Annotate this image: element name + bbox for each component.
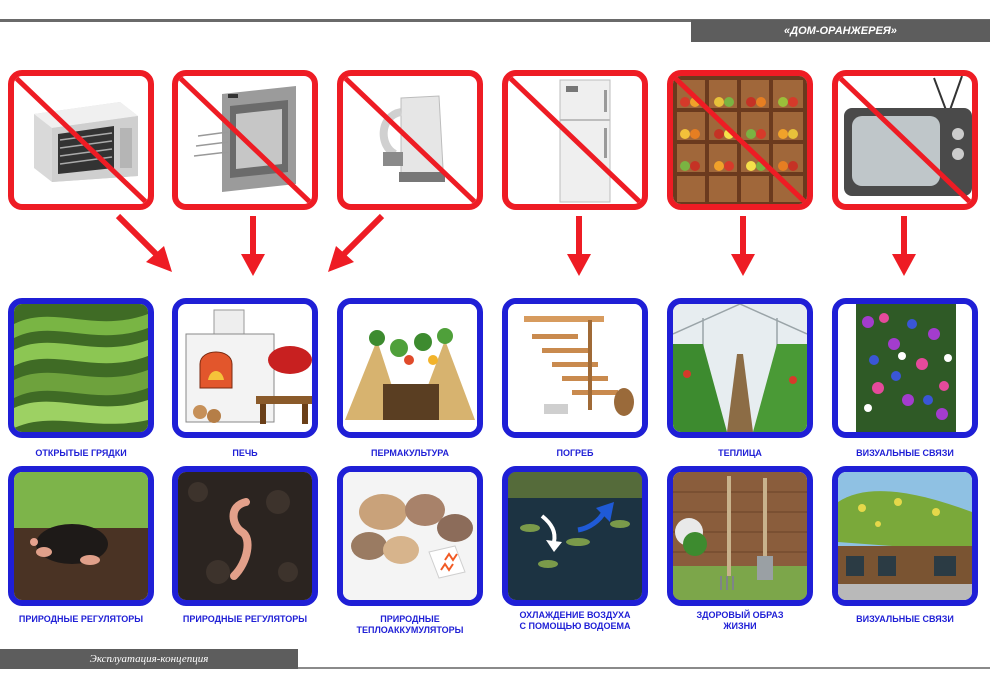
garden-tools-card bbox=[667, 466, 813, 606]
label-line: ЖИЗНИ bbox=[723, 621, 757, 631]
crossed-microwave bbox=[8, 70, 154, 210]
garden-beds-icon bbox=[14, 304, 148, 432]
label-garden-beds: ОТКРЫТЫЕ ГРЯДКИ bbox=[35, 448, 127, 458]
label-heat-accumulators: ПРИРОДНЫЕ ТЕПЛОАККУМУЛЯТОРЫ bbox=[325, 614, 495, 636]
oven-icon bbox=[193, 86, 296, 192]
kettle-icon bbox=[379, 95, 445, 182]
crossed-kettle bbox=[337, 70, 483, 210]
earthworm-icon bbox=[178, 472, 312, 600]
crossed-produce-shelf bbox=[667, 70, 813, 210]
stones-icon bbox=[343, 472, 477, 600]
arrow-down-icon bbox=[892, 216, 916, 276]
label-visual-links: ВИЗУАЛЬНЫЕ СВЯЗИ bbox=[856, 448, 954, 458]
crossed-tv bbox=[832, 70, 978, 210]
arrow-down-left-icon bbox=[328, 213, 385, 272]
arrow-down-icon bbox=[241, 216, 265, 276]
label-natural-regulators-1: ПРИРОДНЫЕ РЕГУЛЯТОРЫ bbox=[18, 614, 144, 624]
green-roof-icon bbox=[838, 472, 972, 600]
label-cellar: ПОГРЕБ bbox=[556, 448, 594, 458]
label-line: С ПОМОЩЬЮ ВОДОЕМА bbox=[519, 621, 631, 631]
microwave-icon bbox=[34, 102, 138, 182]
cellar-icon bbox=[508, 304, 642, 432]
permaculture-card bbox=[337, 298, 483, 438]
label-line: ОХЛАЖДЕНИЕ ВОЗДУХА bbox=[519, 610, 631, 620]
label-natural-regulators-2: ПРИРОДНЫЕ РЕГУЛЯТОРЫ bbox=[182, 614, 308, 624]
stove-card bbox=[172, 298, 318, 438]
crossed-fridge bbox=[502, 70, 648, 210]
fridge-icon bbox=[559, 79, 611, 203]
earthworm-card bbox=[172, 466, 318, 606]
label-permaculture: ПЕРМАКУЛЬТУРА bbox=[370, 448, 449, 458]
mole-icon bbox=[14, 472, 148, 600]
arrow-down-right-icon bbox=[115, 213, 172, 272]
label-healthy-lifestyle: ЗДОРОВЫЙ ОБРАЗ ЖИЗНИ bbox=[655, 610, 825, 632]
produce-shelf-icon bbox=[673, 76, 807, 204]
stones-card bbox=[337, 466, 483, 606]
arrow-down-icon bbox=[731, 216, 755, 276]
greenhouse-icon bbox=[673, 304, 807, 432]
pond-card bbox=[502, 466, 648, 606]
crossed-oven bbox=[172, 70, 318, 210]
label-stove: ПЕЧЬ bbox=[232, 448, 258, 458]
footer-section-label: Эксплуатация-концепция bbox=[0, 649, 298, 669]
label-greenhouse: ТЕПЛИЦА bbox=[718, 448, 762, 458]
greenhouse-card bbox=[667, 298, 813, 438]
flowers-card bbox=[832, 298, 978, 438]
label-line: ТЕПЛОАККУМУЛЯТОРЫ bbox=[356, 625, 464, 635]
arrow-down-icon bbox=[567, 216, 591, 276]
garden-tools-icon bbox=[673, 472, 807, 600]
stove-icon bbox=[185, 309, 312, 424]
permaculture-icon bbox=[343, 304, 477, 432]
garden-beds-card bbox=[8, 298, 154, 438]
tv-icon bbox=[844, 76, 972, 196]
top-rule bbox=[0, 19, 990, 22]
cellar-card bbox=[502, 298, 648, 438]
label-line: ПРИРОДНЫЕ bbox=[380, 614, 440, 624]
green-roof-card bbox=[832, 466, 978, 606]
label-visual-links-2: ВИЗУАЛЬНЫЕ СВЯЗИ bbox=[856, 614, 954, 624]
label-line: ЗДОРОВЫЙ ОБРАЗ bbox=[696, 610, 784, 620]
flowers-icon bbox=[856, 304, 956, 432]
footer-rule bbox=[298, 667, 990, 669]
label-pond-cooling: ОХЛАЖДЕНИЕ ВОЗДУХА С ПОМОЩЬЮ ВОДОЕМА bbox=[490, 610, 660, 632]
pond-icon bbox=[508, 472, 642, 600]
page-title: «ДОМ-ОРАНЖЕРЕЯ» bbox=[691, 20, 990, 42]
mole-card bbox=[8, 466, 154, 606]
